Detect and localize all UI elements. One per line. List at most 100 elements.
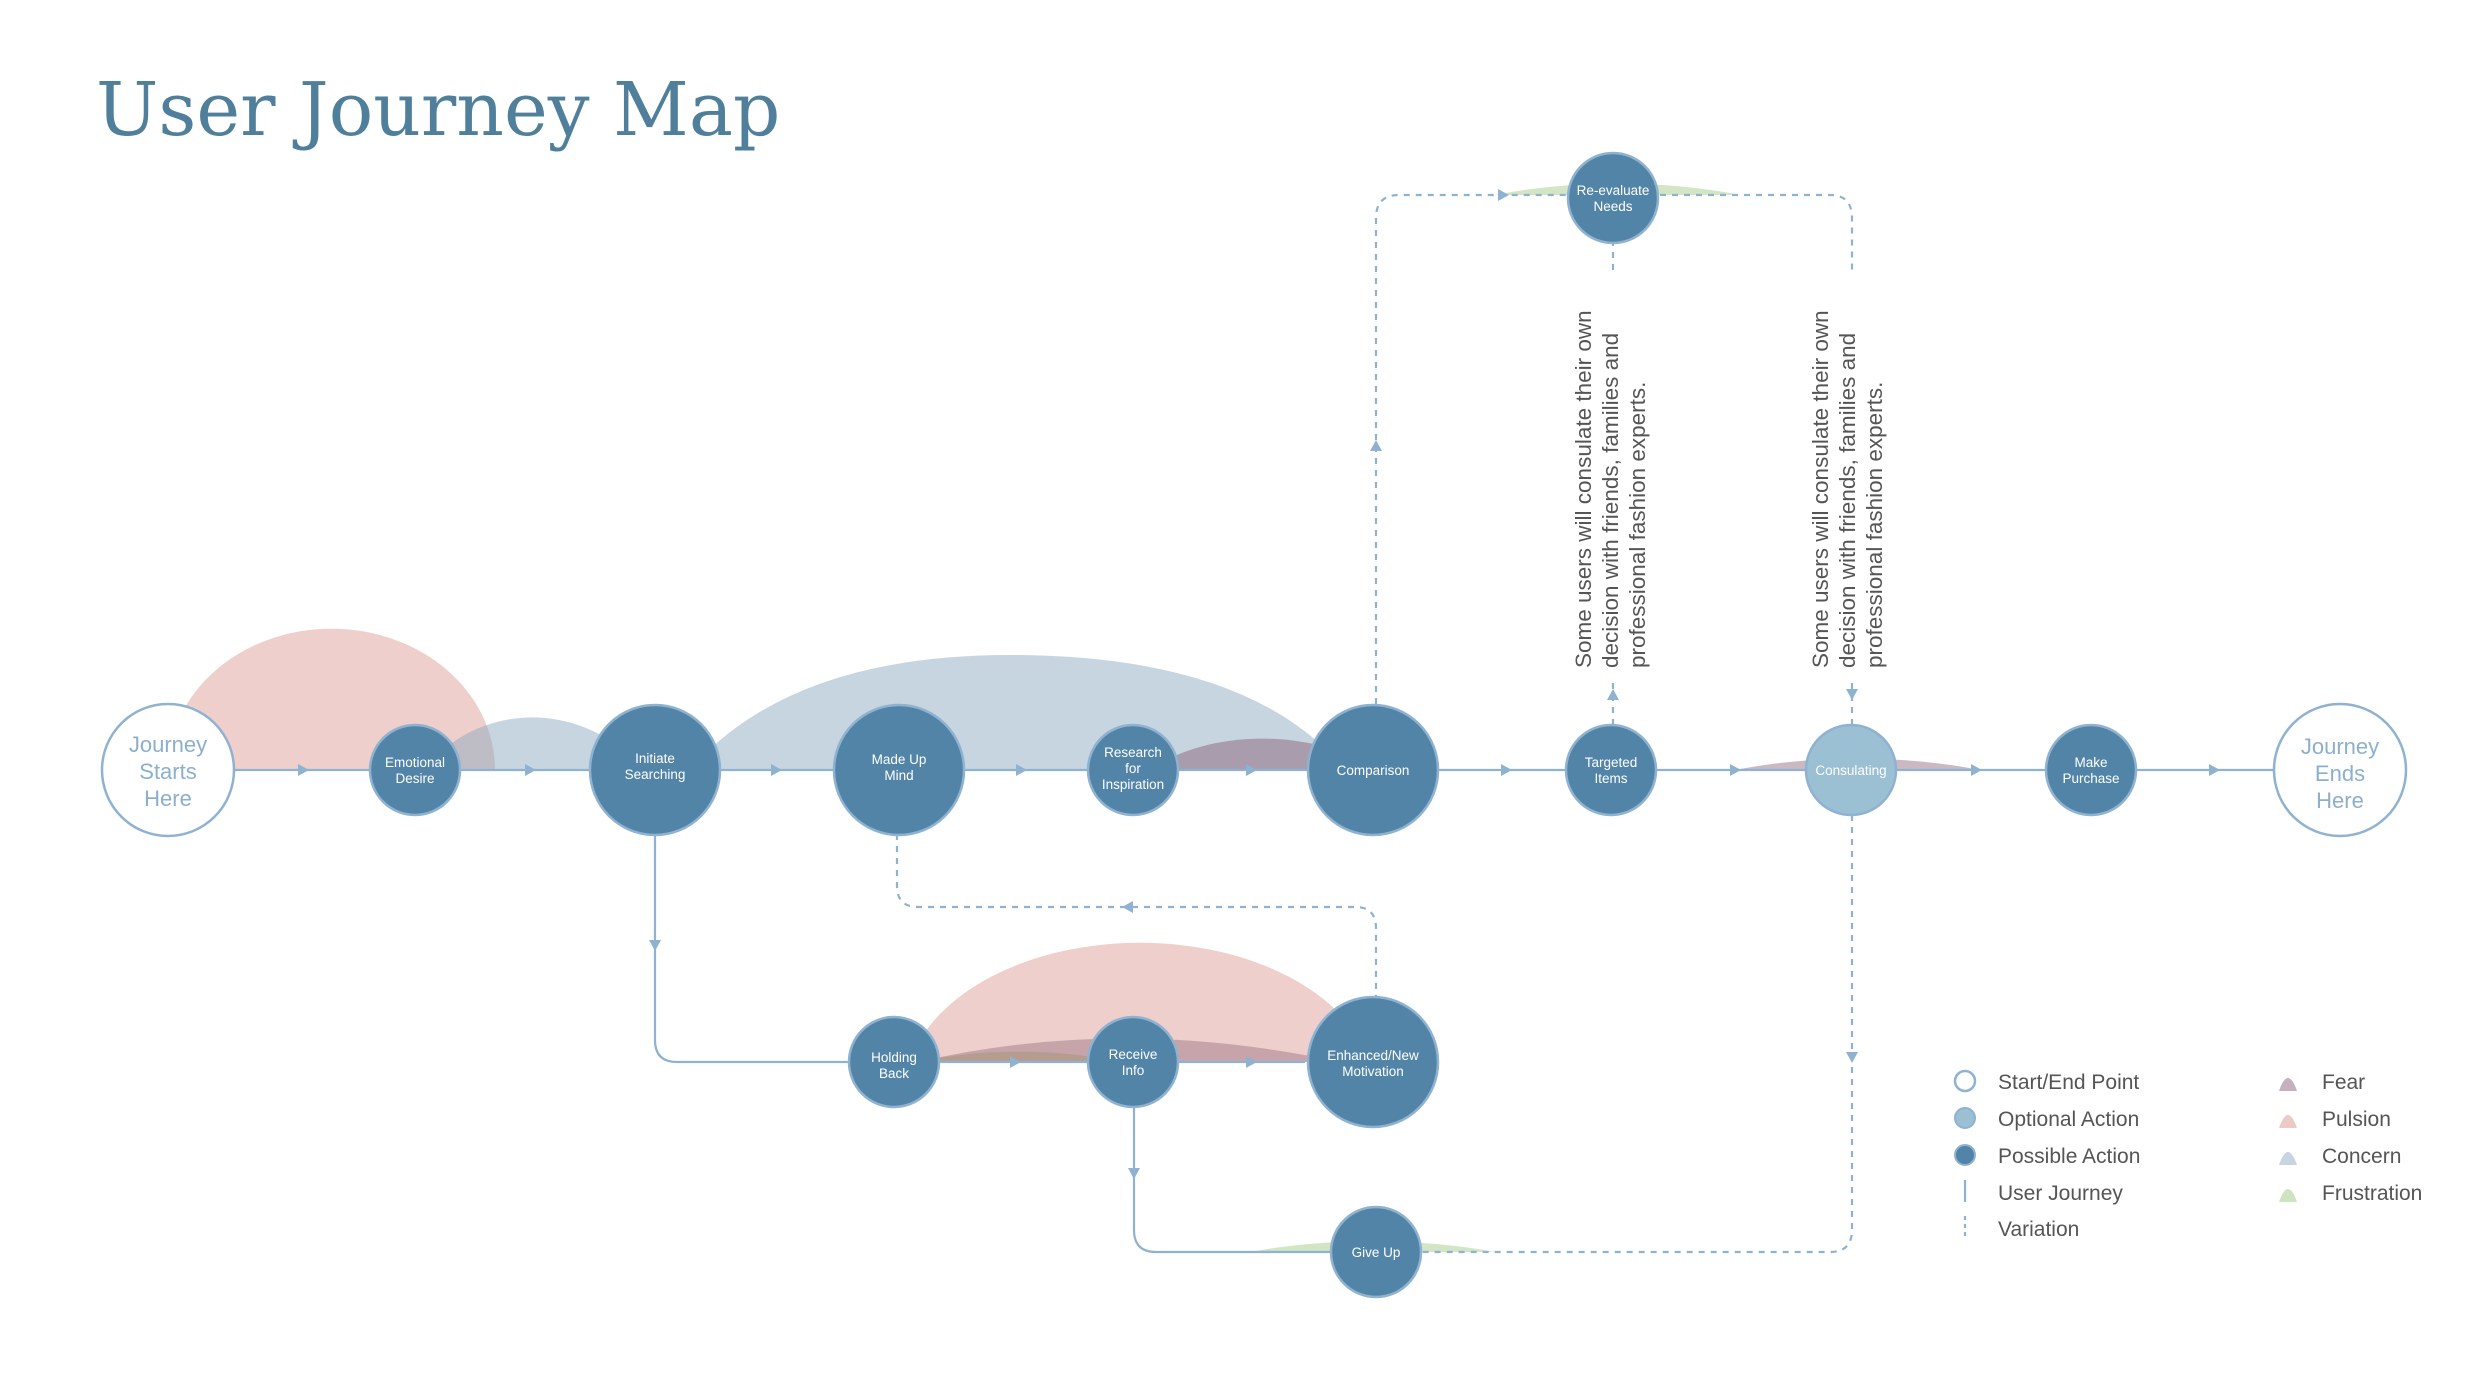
consult-note: Some users will consulate their own deci… bbox=[1808, 310, 1887, 668]
arrow-down bbox=[1846, 1052, 1858, 1063]
arrow-down bbox=[649, 940, 661, 951]
variation-line bbox=[895, 834, 1378, 998]
legend-label: Frustration bbox=[2322, 1182, 2422, 1205]
legend-item: Concern bbox=[2279, 1145, 2401, 1168]
node-label-line: Comparison bbox=[1337, 763, 1410, 778]
pulsion-mound bbox=[910, 942, 1370, 1062]
page-title: User Journey Map bbox=[96, 67, 780, 153]
frustration-mound-icon bbox=[2279, 1189, 2297, 1202]
user-journey-line bbox=[653, 830, 850, 1064]
node-label-line: Purchase bbox=[2062, 771, 2119, 786]
node-label-line: Desire bbox=[395, 771, 434, 786]
node-made-up-mind[interactable]: Made Up Mind bbox=[832, 703, 966, 837]
node-holding-back[interactable]: Holding Back bbox=[847, 1015, 941, 1109]
node-comparison[interactable]: Comparison bbox=[1306, 703, 1440, 837]
arrow-right bbox=[298, 764, 309, 776]
legend-label: Start/End Point bbox=[1998, 1071, 2139, 1094]
arrow-right bbox=[2209, 764, 2220, 776]
node-targeted-items[interactable]: Targeted Items bbox=[1564, 723, 1658, 817]
variation-line bbox=[1420, 815, 1854, 1254]
node-make-purchase[interactable]: Make Purchase bbox=[2044, 723, 2138, 817]
pulsion-mound-icon bbox=[2279, 1115, 2297, 1128]
legend-item: Fear bbox=[2279, 1071, 2365, 1094]
journey-start-point[interactable]: Journey Starts Here bbox=[100, 702, 236, 838]
note-line: decision with friends, families and bbox=[1598, 333, 1623, 668]
node-label-line: Give Up bbox=[1352, 1245, 1401, 1260]
emotion-mounds bbox=[168, 183, 1980, 1252]
consult-note: Some users will consulate their own deci… bbox=[1571, 310, 1650, 668]
legend-item: User Journey bbox=[1963, 1180, 2123, 1205]
arrow-right bbox=[771, 764, 782, 776]
node-label-line: Motivation bbox=[1342, 1064, 1404, 1079]
arrow-left bbox=[1122, 901, 1133, 913]
node-label-line: Made Up bbox=[872, 752, 927, 767]
legend-item: Variation bbox=[1963, 1216, 2079, 1241]
legend-item: Frustration bbox=[2279, 1182, 2422, 1205]
arrow-up bbox=[1607, 689, 1619, 700]
legend-label: Fear bbox=[2322, 1071, 2365, 1094]
node-re-evaluate-needs[interactable]: Re-evaluate Needs bbox=[1566, 151, 1660, 245]
arrow-right bbox=[1501, 764, 1512, 776]
arrow-right bbox=[1016, 764, 1027, 776]
arrowheads bbox=[298, 189, 2220, 1179]
node-label-line: Initiate bbox=[635, 751, 675, 766]
node-label-line: Re-evaluate bbox=[1577, 183, 1650, 198]
concern-mound bbox=[425, 717, 640, 770]
node-consulating[interactable]: Consulating bbox=[1804, 723, 1898, 817]
node-label-line: Research bbox=[1104, 745, 1162, 760]
node-research-for-inspiration[interactable]: Research for Inspiration bbox=[1086, 723, 1180, 817]
arrow-right bbox=[1246, 1056, 1257, 1068]
arrow-down bbox=[1128, 1168, 1140, 1179]
user-journey-line bbox=[1132, 1106, 1332, 1254]
node-label-line: Targeted bbox=[1585, 755, 1638, 770]
start-label-line: Starts bbox=[139, 759, 196, 784]
legend-label: Optional Action bbox=[1998, 1108, 2139, 1131]
start-label-line: Here bbox=[144, 786, 192, 811]
arrow-right bbox=[525, 764, 536, 776]
arrow-right bbox=[1010, 1056, 1021, 1068]
legend-label: Possible Action bbox=[1998, 1145, 2140, 1168]
fear-mound-icon bbox=[2279, 1078, 2297, 1091]
open-circle-icon bbox=[1953, 1069, 1977, 1093]
node-label-line: Make bbox=[2074, 755, 2107, 770]
legend-label: User Journey bbox=[1998, 1182, 2123, 1205]
node-label-line: Consulating bbox=[1815, 763, 1886, 778]
legend-item: Start/End Point bbox=[1953, 1069, 2139, 1094]
note-line: professional fashion experts. bbox=[1862, 382, 1887, 668]
node-emotional-desire[interactable]: Emotional Desire bbox=[368, 723, 462, 817]
end-label-line: Here bbox=[2316, 788, 2364, 813]
concern-mound-icon bbox=[2279, 1152, 2297, 1165]
legend-item: Pulsion bbox=[2279, 1108, 2391, 1131]
node-receive-info[interactable]: Receive Info bbox=[1086, 1015, 1180, 1109]
node-give-up[interactable]: Give Up bbox=[1329, 1205, 1423, 1299]
node-label-line: Needs bbox=[1593, 199, 1632, 214]
node-enhanced-new-motivation[interactable]: Enhanced/New Motivation bbox=[1306, 995, 1440, 1129]
note-line: professional fashion experts. bbox=[1625, 382, 1650, 668]
legend-item: Possible Action bbox=[1954, 1144, 2140, 1168]
end-label-line: Journey bbox=[2301, 734, 2379, 759]
arrow-down bbox=[1846, 689, 1858, 700]
note-line: decision with friends, families and bbox=[1835, 333, 1860, 668]
legend: Start/End Point Optional Action Possible… bbox=[1953, 1069, 2422, 1241]
node-label-line: Holding bbox=[871, 1050, 917, 1065]
variation-line bbox=[1660, 193, 1854, 275]
light-circle-icon bbox=[1954, 1107, 1976, 1129]
arrow-right bbox=[1246, 764, 1257, 776]
node-label-line: Mind bbox=[884, 768, 913, 783]
arrow-right bbox=[1971, 764, 1982, 776]
journey-end-point[interactable]: Journey Ends Here bbox=[2272, 702, 2408, 838]
legend-label: Pulsion bbox=[2322, 1108, 2391, 1131]
node-initiate-searching[interactable]: Initiate Searching bbox=[588, 703, 722, 837]
node-label-line: Searching bbox=[625, 767, 686, 782]
note-line: Some users will consulate their own bbox=[1571, 310, 1596, 668]
arrow-up bbox=[1370, 440, 1382, 451]
arrow-right bbox=[1498, 189, 1509, 201]
start-label-line: Journey bbox=[129, 732, 207, 757]
node-label-line: Enhanced/New bbox=[1327, 1048, 1419, 1063]
node-label-line: Emotional bbox=[385, 755, 445, 770]
node-label-line: Receive bbox=[1109, 1047, 1158, 1062]
legend-label: Concern bbox=[2322, 1145, 2401, 1168]
variation-line bbox=[1374, 193, 1570, 704]
legend-item: Optional Action bbox=[1954, 1107, 2139, 1131]
